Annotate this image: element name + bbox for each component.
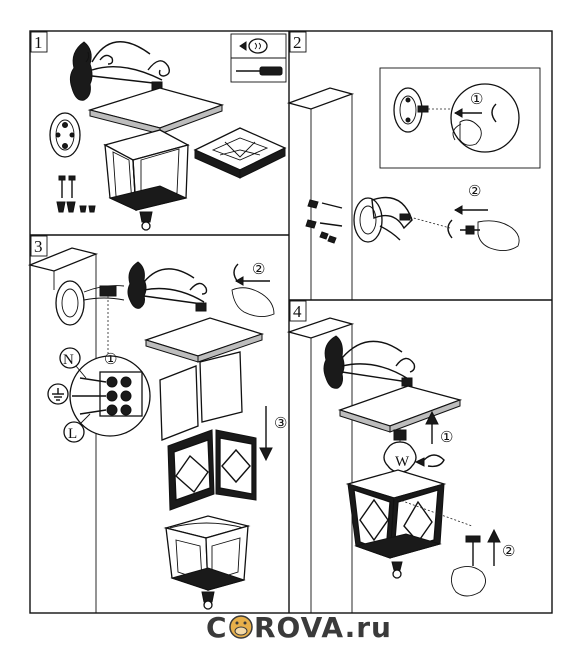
panel-2-content: ① ②: [286, 67, 541, 300]
cow-logo-icon: [229, 615, 253, 639]
bulb-letter: W: [395, 454, 410, 470]
lantern-body: [103, 129, 190, 231]
lantern-roof: [143, 317, 265, 363]
screws-and-plugs: [56, 175, 96, 213]
inset-step-1: ①: [470, 92, 483, 108]
panel-number-4: 4: [289, 300, 307, 322]
lantern-roof: [337, 385, 463, 433]
step-2-hand: ②: [451, 528, 515, 597]
watermark-suffix: ROVA.ru: [254, 611, 392, 644]
mounting-plate: [49, 112, 81, 158]
bulb-icon: W: [383, 428, 417, 473]
panel-3-content: ② ① N: [27, 247, 287, 613]
hand-connector: ②: [231, 262, 275, 317]
step-2-label-panel-3: ②: [252, 262, 265, 278]
panel-number-1: 1: [30, 31, 48, 53]
watermark-prefix: C: [206, 611, 228, 644]
panel-number-2: 2: [289, 31, 307, 53]
step-1-label: ①: [440, 430, 453, 446]
watermark: C ROVA.ru: [206, 611, 392, 644]
decor-panel: [193, 127, 287, 179]
terminal-block: ①: [69, 352, 151, 437]
panel-number-3-text: 3: [34, 237, 43, 256]
bracket-arm: [323, 335, 416, 389]
panel-1-content: [49, 33, 287, 231]
panel-frames: [29, 30, 553, 614]
hand-tightening: ②: [447, 184, 520, 251]
tools-box: [230, 33, 287, 83]
bracket-arm: [127, 261, 208, 312]
step-3-label: ③: [274, 416, 287, 432]
label-neutral: N: [59, 347, 87, 379]
step-2-label-panel-2: ②: [468, 184, 481, 200]
live-label: L: [68, 426, 77, 442]
lantern-cage: [345, 469, 473, 579]
panel-number-2-text: 2: [293, 33, 302, 52]
step-3-arrow: ③: [259, 406, 287, 462]
step-1-arrow: ①: [414, 410, 453, 468]
neutral-label: N: [63, 352, 74, 368]
lantern-roof: [87, 87, 225, 135]
wall-screws: [305, 199, 343, 244]
wall: [286, 87, 355, 300]
wall: [286, 317, 355, 613]
panel-number-3: 3: [30, 235, 48, 257]
panel-4-content: W ① ②: [286, 317, 515, 613]
glass-panes: [159, 351, 243, 441]
bracket-install: [353, 196, 451, 243]
label-live: L: [63, 413, 91, 443]
panel-number-1-text: 1: [34, 33, 43, 52]
terminal-step-1: ①: [104, 352, 117, 368]
bulb-icon: [239, 38, 268, 54]
bracket-arm: [69, 41, 171, 101]
screwdriver-icon: [236, 66, 283, 76]
detail-inset: ①: [379, 67, 541, 169]
lantern-cage: [163, 515, 251, 610]
step-2-label-panel-4: ②: [502, 544, 515, 560]
panel-number-4-text: 4: [293, 302, 302, 321]
lattice-frame: [167, 429, 257, 511]
ground-symbol-icon: [47, 383, 69, 405]
